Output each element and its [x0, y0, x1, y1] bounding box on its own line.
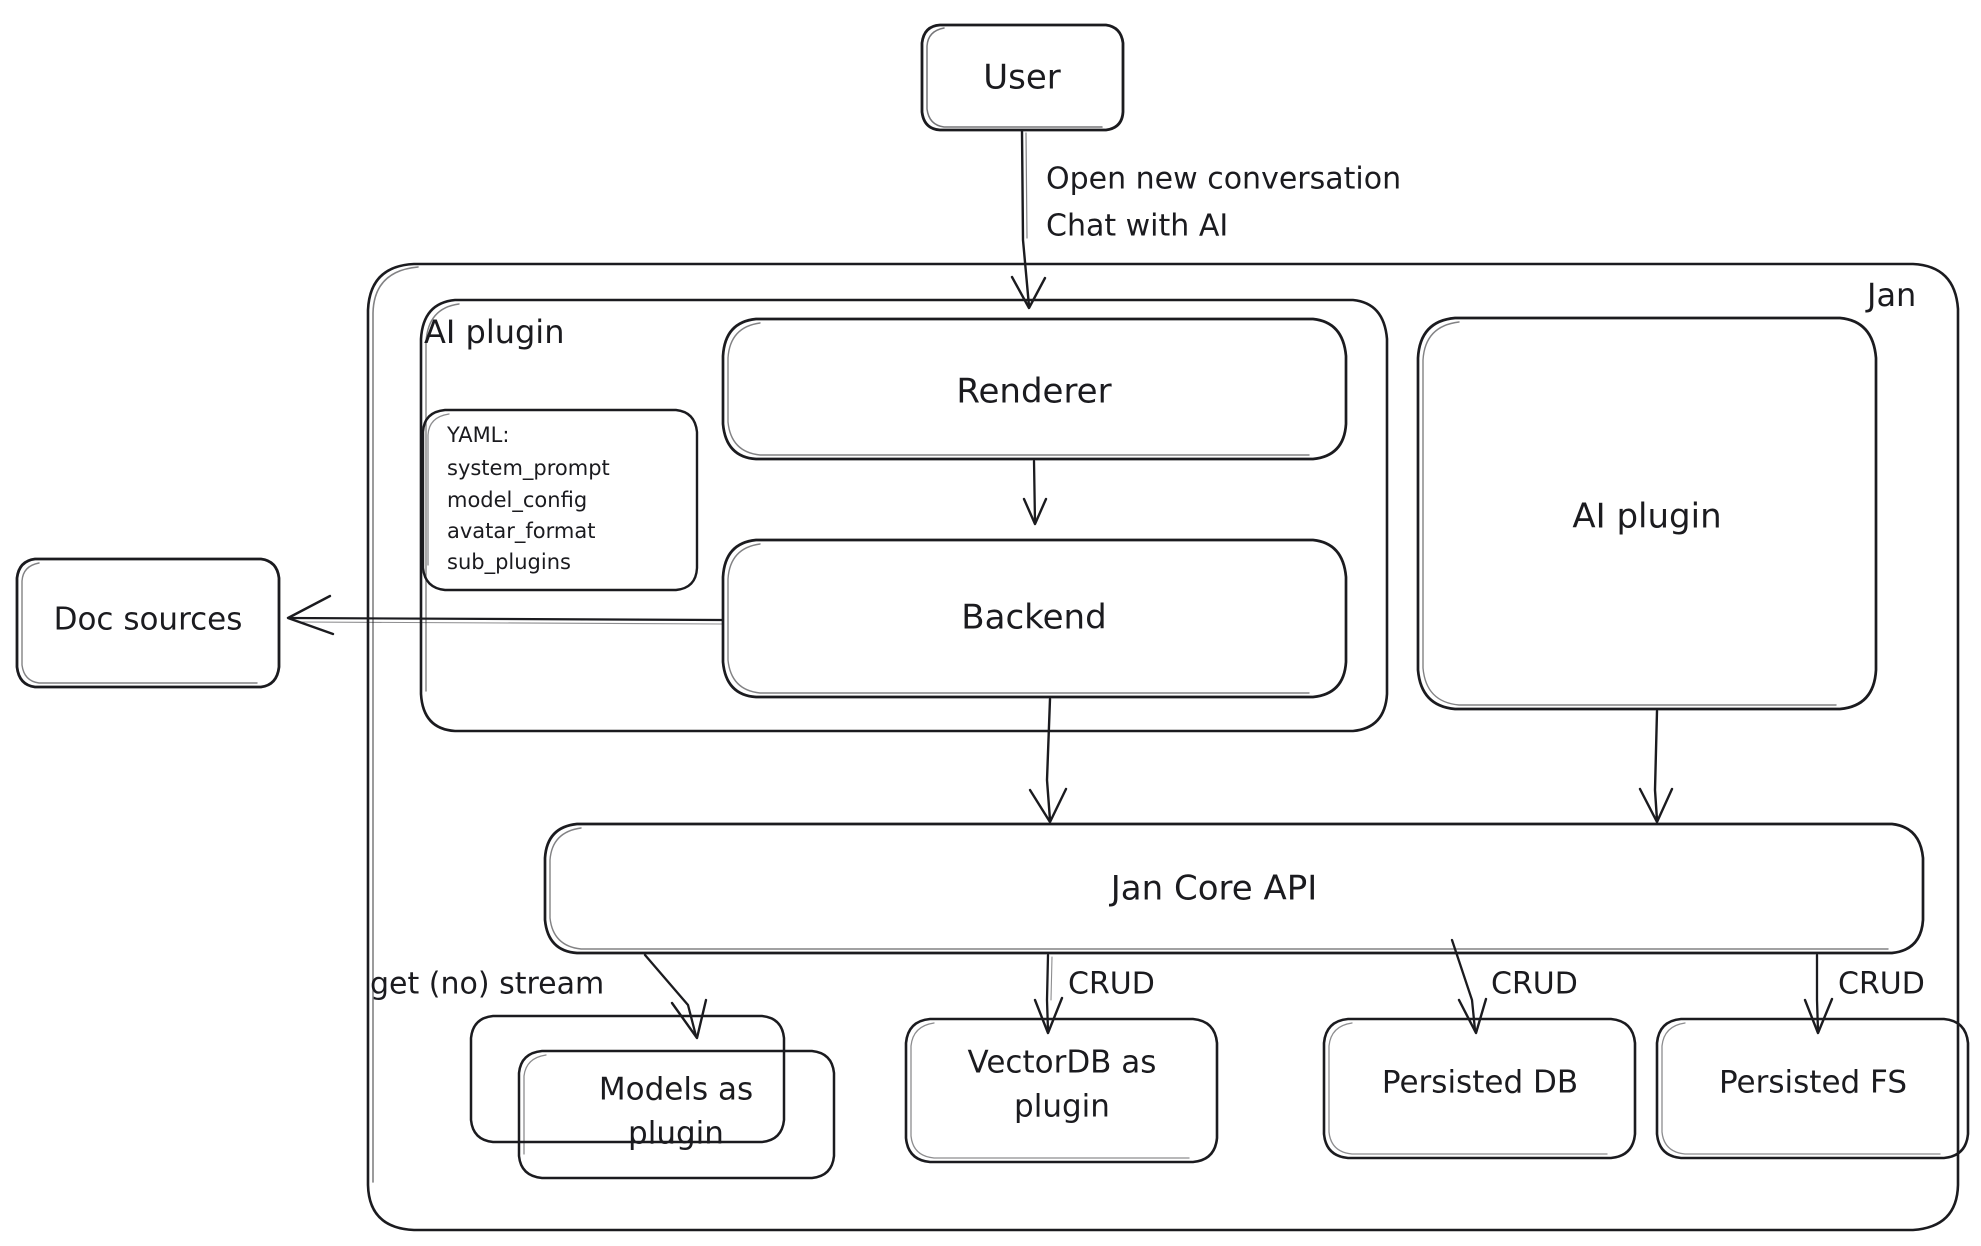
edge-backend-to-core — [1028, 697, 1068, 824]
edge-core-to-models — [643, 953, 708, 1040]
models-plugin-node-label-line2: plugin — [628, 1116, 724, 1152]
edge-core-to-models-label: get (no) stream — [370, 967, 604, 1002]
ai-plugin-box-label: AI plugin — [1572, 497, 1721, 537]
user-node-label: User — [983, 58, 1061, 98]
ai-plugin-group — [419, 298, 1389, 733]
vectordb-plugin-node[interactable] — [904, 1017, 1219, 1164]
edge-core-to-persisted-db-label: CRUD — [1491, 967, 1578, 1002]
vectordb-plugin-node-label-line2: plugin — [1014, 1089, 1110, 1125]
edge-user-to-renderer-label-line1: Open new conversation — [1046, 162, 1401, 197]
yaml-item-avatar-format: avatar_format — [447, 519, 595, 544]
yaml-card — [421, 408, 699, 592]
jan-container — [366, 262, 1960, 1232]
edge-renderer-to-backend — [1022, 459, 1048, 526]
backend-node-label: Backend — [961, 598, 1106, 638]
edge-backend-to-doc-sources — [286, 594, 724, 636]
yaml-item-sub-plugins: sub_plugins — [447, 550, 571, 575]
persisted-db-node[interactable] — [1322, 1017, 1637, 1160]
persisted-fs-node[interactable] — [1655, 1017, 1970, 1160]
user-node[interactable] — [920, 23, 1125, 132]
ai-plugin-box[interactable] — [1416, 316, 1878, 711]
yaml-item-system-prompt: system_prompt — [447, 456, 610, 481]
edge-core-to-persisted-fs — [1803, 953, 1834, 1035]
edge-core-to-vectordb-label: CRUD — [1068, 967, 1155, 1002]
yaml-card-header: YAML: — [446, 423, 509, 447]
renderer-node[interactable] — [721, 317, 1348, 461]
edge-user-to-renderer — [1010, 129, 1047, 310]
edge-core-to-vectordb — [1033, 953, 1064, 1035]
edge-ai-plugin-to-core — [1638, 709, 1674, 824]
persisted-fs-node-label: Persisted FS — [1719, 1065, 1907, 1101]
doc-sources-node-label: Doc sources — [54, 602, 243, 638]
persisted-db-node-label: Persisted DB — [1382, 1065, 1578, 1101]
backend-node[interactable] — [721, 538, 1348, 699]
jan-container-label: Jan — [1865, 276, 1916, 314]
doc-sources-node[interactable] — [15, 557, 281, 689]
jan-core-api-node-label: Jan Core API — [1109, 869, 1318, 909]
jan-core-api-node[interactable] — [543, 822, 1925, 955]
yaml-item-model-config: model_config — [447, 488, 587, 513]
vectordb-plugin-node-label-line1: VectorDB as — [968, 1045, 1157, 1081]
models-plugin-node[interactable] — [469, 1014, 836, 1180]
edge-core-to-persisted-fs-label: CRUD — [1838, 967, 1925, 1002]
edge-user-to-renderer-label-line2: Chat with AI — [1046, 209, 1228, 244]
models-plugin-node-label-line1: Models as — [599, 1072, 753, 1108]
renderer-node-label: Renderer — [956, 372, 1111, 412]
ai-plugin-group-label: AI plugin — [424, 313, 564, 351]
